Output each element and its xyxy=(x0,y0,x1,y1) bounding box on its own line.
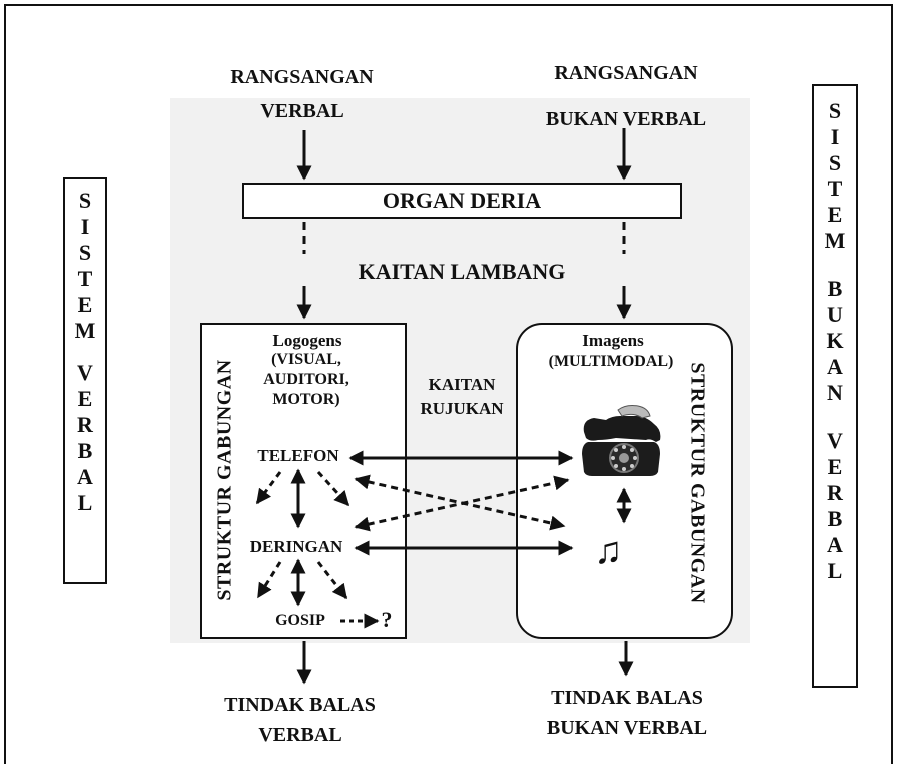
figure-frame xyxy=(4,4,893,764)
telephone-image xyxy=(582,405,661,476)
verbal-input-label: RANGSANGAN VERBAL xyxy=(230,66,374,122)
word-gosip: GOSIP xyxy=(275,612,325,629)
logogens-title: Logogens xyxy=(272,331,342,350)
word-telefon: TELEFON xyxy=(257,446,339,465)
deringan-phone-cross-link xyxy=(354,475,570,532)
telefon-left-dashed-arrow xyxy=(255,471,282,505)
imagens-subtitle: (MULTIMODAL) xyxy=(548,353,674,370)
deringan-left-dashed-arrow xyxy=(256,561,282,599)
telefon-right-dashed-arrow xyxy=(316,470,350,507)
music-note: ♫ xyxy=(594,530,623,572)
logogens-structure-label: STRUKTUR GABUNGAN xyxy=(213,359,236,601)
unknown-mark: ? xyxy=(381,607,393,632)
logogens-subtitle: (VISUAL, AUDITORI, MOTOR) xyxy=(263,351,349,408)
deringan-right-dashed-arrow xyxy=(316,561,348,600)
word-deringan: DERINGAN xyxy=(249,537,343,556)
verbal-output-label: TINDAK BALAS VERBAL xyxy=(224,694,376,746)
nonverbal-system-label: S I S T E M B U K A N V E R B A L xyxy=(812,84,858,688)
verbal-system-label: S I S T E M V E R B A L xyxy=(63,177,107,584)
imagens-structure-label: STRUKTUR GABUNGAN xyxy=(686,362,709,604)
nonverbal-output-label: TINDAK BALAS BUKAN VERBAL xyxy=(546,687,708,739)
referential-link-label: KAITAN RUJUKAN xyxy=(420,375,504,418)
nonverbal-input-label: RANGSANGAN BUKAN VERBAL xyxy=(545,62,707,130)
imagens-box xyxy=(516,323,733,639)
imagens-title: Imagens xyxy=(582,331,644,350)
symbolic-link-label: KAITAN LAMBANG xyxy=(358,259,566,284)
sense-organ-box: ORGAN DERIA xyxy=(242,183,682,219)
telefon-note-cross-link xyxy=(354,474,566,531)
